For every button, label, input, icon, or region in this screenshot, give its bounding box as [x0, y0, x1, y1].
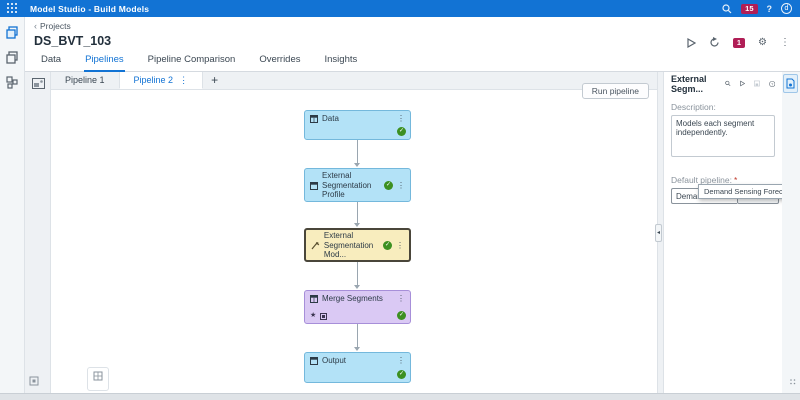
gear-icon[interactable]: ⚙: [758, 36, 767, 48]
zoom-node-icon[interactable]: [725, 79, 731, 88]
top-app-bar: Model Studio - Build Models 15 ? d: [0, 0, 800, 17]
default-pipeline-label: Default pipeline:*: [671, 175, 738, 185]
output-node-icon: [310, 356, 318, 365]
app-title: Model Studio - Build Models: [30, 3, 150, 14]
connector: [357, 140, 358, 164]
page-header: ‹Projects DS_BVT_103 1 ⚙ ⋮ Data Pipeline…: [25, 17, 800, 72]
bottom-scrollbar[interactable]: [0, 393, 800, 400]
project-notifications-badge[interactable]: 1: [732, 37, 746, 48]
canvas-overview-control[interactable]: [87, 367, 109, 391]
node-label: Output: [322, 356, 347, 365]
breadcrumb[interactable]: ‹Projects: [34, 21, 71, 31]
run-pipeline-button[interactable]: Run pipeline: [581, 83, 649, 99]
topbar-actions: 15 ? d: [722, 3, 800, 14]
build-models-icon: [5, 26, 18, 39]
pipeline-canvas[interactable]: Pipeline 1 Pipeline 2⋮ + Run pipeline Da…: [50, 72, 658, 393]
sidebar-item-exchange[interactable]: [5, 50, 20, 65]
search-icon[interactable]: [722, 3, 732, 14]
save-node-icon-disabled[interactable]: [753, 79, 760, 88]
node-options-panel: External Segm... ? Description:: [663, 72, 800, 393]
node-external-segmentation-model[interactable]: External Segmentation Mod... ✓ ⋮: [304, 228, 411, 262]
connector: [357, 202, 358, 224]
node-menu-icon[interactable]: ⋮: [397, 113, 405, 123]
connector: [357, 262, 358, 286]
node-output[interactable]: Output ⋮ ✓: [304, 352, 411, 383]
node-merge-segments[interactable]: Merge Segments ⋮ ★ ✓: [304, 290, 411, 324]
content-area: Pipeline 1 Pipeline 2⋮ + Run pipeline Da…: [25, 72, 800, 393]
main-tabs: Data Pipelines Pipeline Comparison Overr…: [40, 50, 358, 72]
tab-data[interactable]: Data: [41, 54, 62, 65]
required-marker: *: [733, 175, 738, 185]
registered-model-icon: [320, 312, 328, 320]
node-data[interactable]: Data ⋮ ✓: [304, 110, 411, 140]
description-label: Description:: [671, 102, 716, 112]
run-node-icon[interactable]: [739, 79, 745, 88]
node-label: Merge Segments: [322, 294, 383, 303]
sidebar-item-data-sources[interactable]: [5, 75, 20, 90]
pipeline-tab-menu-icon[interactable]: ⋮: [179, 75, 189, 85]
merge-segments-node-icon: [310, 294, 318, 303]
description-textarea[interactable]: Models each segment independently.: [671, 115, 775, 157]
node-label: Data: [322, 114, 339, 123]
resize-grip-icon[interactable]: [789, 373, 797, 391]
node-success-icon: ✓: [397, 127, 406, 136]
refresh-icon[interactable]: [709, 37, 720, 48]
connector: [357, 324, 358, 348]
right-toolbar-strip: [782, 72, 800, 393]
tab-pipelines[interactable]: Pipelines: [84, 50, 125, 72]
exchange-icon: [5, 51, 18, 64]
pipeline-tooltip: Demand Sensing Forecast 2.5.1: [698, 184, 800, 199]
data-sources-icon: [5, 76, 18, 89]
segmentation-model-node-icon: [311, 242, 320, 250]
left-rail: [0, 17, 25, 393]
pipeline-tab-strip: Pipeline 1 Pipeline 2⋮ +: [51, 72, 657, 90]
page-title: DS_BVT_103: [34, 34, 112, 48]
connector-arrow-icon: [354, 163, 360, 167]
project-toolbar: 1 ⚙ ⋮: [687, 37, 790, 48]
connector-arrow-icon: [354, 285, 360, 289]
panel-title: External Segm...: [671, 73, 707, 94]
fit-to-screen-icon[interactable]: [29, 373, 39, 391]
tab-overrides[interactable]: Overrides: [259, 54, 301, 65]
collapse-panel-handle[interactable]: ◂: [655, 224, 662, 242]
tab-insights[interactable]: Insights: [324, 54, 358, 65]
run-project-icon[interactable]: [687, 37, 696, 48]
node-menu-icon[interactable]: ⋮: [397, 180, 405, 190]
node-help-icon[interactable]: ?: [768, 79, 775, 89]
back-chevron-icon: ‹: [34, 21, 37, 31]
notifications-badge[interactable]: 15: [741, 3, 758, 14]
node-menu-icon[interactable]: ⋮: [396, 240, 404, 250]
panel-header: External Segm... ?: [671, 72, 775, 95]
node-menu-icon[interactable]: ⋮: [397, 355, 405, 365]
options-panel-toggle[interactable]: [783, 74, 798, 93]
node-label: External Segmentation Mod...: [323, 231, 374, 260]
data-node-icon: [310, 114, 318, 123]
champion-star-icon: ★: [310, 312, 317, 319]
node-label: External Segmentation Profile: [322, 171, 372, 200]
pipeline-tab-1[interactable]: Pipeline 1: [65, 75, 105, 85]
connector-arrow-icon: [354, 223, 360, 227]
pipeline-tab-2[interactable]: Pipeline 2⋮: [118, 72, 204, 89]
segmentation-profile-node-icon: [310, 181, 318, 190]
pipeline-gallery-icon[interactable]: [32, 76, 45, 94]
breadcrumb-label: Projects: [40, 21, 71, 31]
svg-text:?: ?: [771, 82, 773, 86]
more-options-icon[interactable]: ⋮: [780, 36, 790, 48]
tab-pipeline-comparison[interactable]: Pipeline Comparison: [147, 54, 236, 65]
help-icon[interactable]: ?: [766, 3, 773, 14]
overview-icon: [93, 371, 103, 381]
node-success-icon: ✓: [384, 181, 393, 190]
options-panel-icon: [786, 78, 795, 89]
node-success-icon: ✓: [397, 311, 406, 320]
add-pipeline-button[interactable]: +: [211, 73, 219, 87]
node-success-icon: ✓: [383, 241, 392, 250]
node-menu-icon[interactable]: ⋮: [397, 293, 405, 303]
sidebar-item-build-models[interactable]: [5, 25, 20, 40]
app-switcher-icon[interactable]: [7, 3, 18, 14]
user-avatar[interactable]: d: [781, 3, 792, 14]
connector-arrow-icon: [354, 347, 360, 351]
node-external-segmentation-profile[interactable]: External Segmentation Profile ✓ ⋮: [304, 168, 411, 202]
node-success-icon: ✓: [397, 370, 406, 379]
